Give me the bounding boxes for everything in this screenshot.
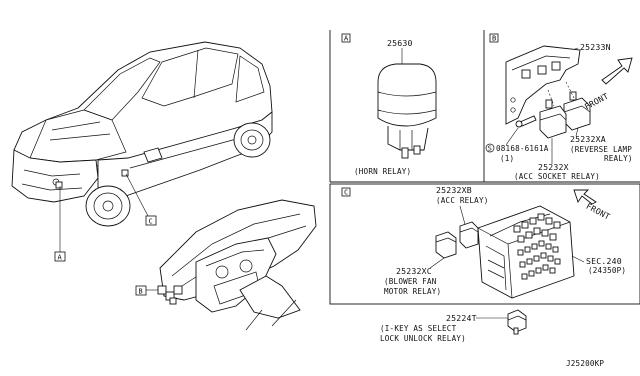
acc-relay[interactable] [459, 221, 479, 249]
blower-relay-caption-2: MOTOR RELAY) [384, 287, 441, 296]
bolt-label: S 08168-6161A (1) [485, 143, 549, 163]
blower-fan-relay[interactable] [435, 231, 457, 259]
sec-reference-sub: (24350P) [588, 266, 626, 275]
ikey-caption-1: (I-KEY AS SELECT [380, 324, 457, 333]
horn-relay-caption: (HORN RELAY) [354, 167, 411, 176]
fuse-block[interactable] [477, 205, 575, 299]
acc-relay-part-number: 25232XB [436, 185, 472, 195]
panel-b-letter: B [492, 35, 496, 43]
callout-c-letter: C [149, 218, 153, 226]
acc-socket-relay[interactable] [539, 99, 567, 139]
callout-a-letter: A [58, 254, 63, 262]
sec-reference: SEC.240 [586, 256, 622, 266]
acc-relay-caption: (ACC RELAY) [436, 196, 489, 205]
bolt[interactable] [515, 115, 537, 128]
callout-c[interactable]: C [145, 215, 157, 226]
ikey-part-number: 25224T [446, 313, 477, 323]
ikey-relay[interactable] [507, 309, 527, 335]
callout-b[interactable]: B [135, 285, 147, 296]
dashboard-illustration [157, 199, 317, 331]
blower-relay-caption-1: (BLOWER FAN [384, 277, 437, 286]
horn-relay-part-number: 25630 [387, 38, 413, 48]
socket-relay-caption: (ACC SOCKET RELAY) [514, 172, 600, 181]
panel-b: B 25233N FRON [485, 33, 633, 181]
front-label-b: FRONT [583, 91, 610, 112]
ikey-section: 25224T (I-KEY AS SELECT LOCK UNLOCK RELA… [380, 309, 527, 343]
bolt-part-number: 08168-6161A [496, 144, 549, 153]
socket-relay-part-number: 25232X [538, 162, 569, 172]
callout-a[interactable]: A [54, 251, 66, 262]
vehicle-illustration [11, 41, 273, 227]
reverse-relay-caption-1: (REVERSE LAMP [570, 145, 632, 154]
callout-b-letter: B [139, 288, 143, 296]
panel-c-letter: C [344, 189, 348, 197]
diagram-id: J25200KP [566, 359, 604, 368]
blower-relay-part-number: 25232XC [396, 266, 432, 276]
panel-c: C 25232XB (ACC RELAY) [341, 185, 626, 299]
front-arrow-c: FRONT [573, 189, 612, 222]
panel-c-frame [329, 183, 640, 305]
panel-a: A 25630 (HORN RELAY) [341, 33, 437, 176]
horn-relay[interactable] [377, 63, 437, 159]
panel-a-letter: A [344, 35, 349, 43]
front-label-c: FRONT [585, 201, 612, 222]
relay-bracket[interactable] [505, 45, 581, 125]
reverse-relay-part-number: 25232XA [570, 134, 606, 144]
bolt-symbol: S [488, 145, 492, 153]
leader-c [125, 173, 149, 217]
bolt-quantity: (1) [500, 154, 514, 163]
reverse-relay-caption-2: REALY) [604, 154, 633, 163]
front-arrow-b: FRONT [583, 57, 633, 112]
ikey-caption-2: LOCK UNLOCK RELAY) [380, 334, 466, 343]
bracket-part-number: 25233N [580, 42, 611, 52]
